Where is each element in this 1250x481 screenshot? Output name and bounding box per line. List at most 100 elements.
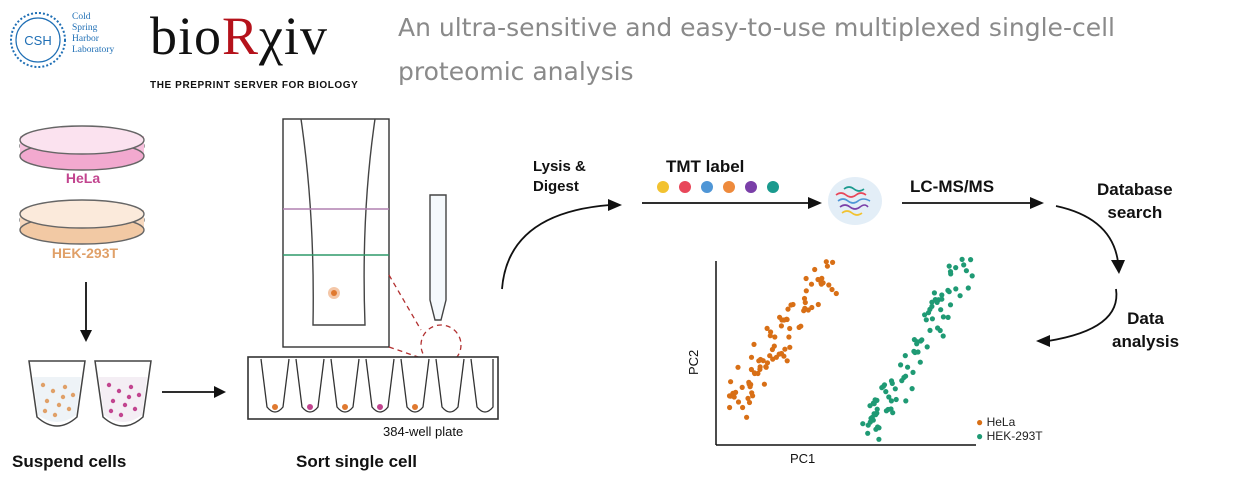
scatter-point bbox=[860, 421, 866, 427]
tmt-dot bbox=[723, 181, 735, 193]
scatter-point bbox=[948, 271, 954, 277]
scatter-point bbox=[903, 398, 909, 404]
tmt-dot bbox=[679, 181, 691, 193]
scatter-point bbox=[911, 348, 917, 354]
lysis-line: Lysis & bbox=[533, 158, 586, 175]
scatter-point bbox=[778, 323, 784, 329]
scatter-point bbox=[788, 302, 794, 308]
scatter-point bbox=[885, 406, 891, 413]
scatter-point bbox=[770, 356, 776, 362]
scatter-point bbox=[747, 384, 753, 390]
csh-line: Laboratory bbox=[72, 45, 115, 55]
scatter-point bbox=[778, 350, 785, 357]
scatter-point bbox=[826, 282, 832, 288]
analysis-line: Data bbox=[1127, 309, 1164, 328]
scatter-point bbox=[820, 280, 826, 286]
analysis-line: analysis bbox=[1112, 332, 1180, 351]
database-line: Database bbox=[1097, 180, 1173, 199]
scatter-point bbox=[777, 314, 783, 320]
scatter-point bbox=[750, 393, 756, 399]
scatter-point bbox=[824, 263, 830, 269]
scatter-point bbox=[823, 259, 829, 265]
chart-legend: ● HeLa ● HEK-293T bbox=[976, 415, 1043, 443]
brand-prefix: bio bbox=[150, 6, 223, 66]
scatter-point bbox=[883, 389, 889, 395]
scatter-point bbox=[763, 364, 769, 370]
scatter-point bbox=[947, 302, 954, 308]
search-arrow-icon bbox=[1055, 205, 1125, 274]
plate-label: 384-well plate bbox=[381, 424, 466, 439]
legend-item-hek: ● HEK-293T bbox=[976, 429, 1043, 443]
scatter-point bbox=[927, 306, 933, 312]
tmt-arrow-icon bbox=[642, 197, 822, 209]
scatter-point bbox=[876, 436, 882, 442]
scatter-point bbox=[915, 349, 921, 355]
scatter-point bbox=[782, 346, 788, 352]
scatter-point bbox=[745, 395, 751, 401]
scatter-point bbox=[771, 343, 777, 349]
scatter-point bbox=[801, 295, 808, 302]
scatter-point bbox=[757, 366, 763, 372]
scatter-point bbox=[946, 263, 952, 269]
scatter-point bbox=[893, 396, 899, 403]
scatter-point bbox=[830, 259, 836, 265]
cell-sorter-diagram bbox=[247, 118, 499, 420]
scatter-point bbox=[751, 370, 757, 376]
scatter-point bbox=[945, 314, 951, 320]
pc2-label: PC2 bbox=[686, 349, 701, 375]
pc1-label: PC1 bbox=[790, 451, 816, 466]
scatter-point bbox=[888, 398, 894, 404]
pca-chart: PC1 PC2 bbox=[680, 243, 980, 475]
scatter-point bbox=[798, 323, 804, 329]
scatter-point bbox=[784, 358, 790, 364]
scatter-point bbox=[919, 337, 925, 343]
scatter-point bbox=[889, 380, 895, 386]
scatter-point bbox=[829, 286, 835, 293]
scatter-point bbox=[808, 281, 815, 287]
header-logo-block: CSH Cold Spring Harbor Laboratory bioRχi… bbox=[0, 0, 388, 98]
csh-logo-icon: CSH bbox=[10, 12, 66, 68]
analysis-arrow-icon bbox=[1036, 288, 1118, 347]
lcms-label: LC-MS/MS bbox=[910, 177, 995, 196]
lysis-digest-label: Lysis & Digest bbox=[533, 157, 586, 197]
sort-single-cell-label: Sort single cell bbox=[296, 452, 417, 471]
csh-badge-text: CSH bbox=[24, 33, 51, 48]
legend-label: HeLa bbox=[986, 415, 1016, 429]
scatter-point bbox=[812, 266, 818, 273]
scatter-point bbox=[957, 293, 963, 299]
scatter-point bbox=[939, 296, 945, 302]
scatter-point bbox=[764, 325, 770, 331]
tmt-dots bbox=[657, 181, 779, 193]
scatter-point bbox=[953, 286, 959, 292]
scatter-point bbox=[803, 288, 809, 294]
scatter-point bbox=[934, 297, 940, 303]
scatter-point bbox=[809, 304, 815, 311]
scatter-point bbox=[764, 360, 771, 366]
scatter-point bbox=[923, 317, 929, 323]
scatter-point bbox=[931, 290, 937, 296]
scatter-point bbox=[909, 386, 915, 392]
scatter-point bbox=[865, 430, 871, 436]
biorxiv-logo: bioRχiv bbox=[150, 6, 328, 66]
database-search-label: Database search bbox=[1097, 178, 1173, 224]
brand-tagline: THE PREPRINT SERVER FOR BIOLOGY bbox=[150, 80, 359, 91]
scatter-point bbox=[940, 333, 946, 339]
lysis-arrow-icon bbox=[501, 199, 622, 290]
database-line: search bbox=[1107, 203, 1163, 222]
suspend-cells-label: Suspend cells bbox=[12, 452, 127, 471]
suspended-tubes-icon bbox=[28, 360, 152, 427]
hela-dish-icon bbox=[19, 125, 145, 171]
legend-item-hela: ● HeLa bbox=[976, 415, 1016, 429]
scatter-point bbox=[892, 386, 898, 392]
scatter-point bbox=[965, 285, 971, 291]
lcms-arrow-icon bbox=[902, 197, 1044, 209]
scatter-point bbox=[917, 359, 923, 365]
scatter-point bbox=[910, 369, 916, 375]
scatter-point bbox=[739, 384, 745, 390]
scatter-point bbox=[924, 344, 930, 350]
scatter-point bbox=[881, 382, 888, 388]
scatter-point bbox=[787, 325, 793, 332]
scatter-point bbox=[873, 426, 879, 432]
scatter-point bbox=[728, 379, 734, 385]
scatter-point bbox=[744, 414, 750, 420]
